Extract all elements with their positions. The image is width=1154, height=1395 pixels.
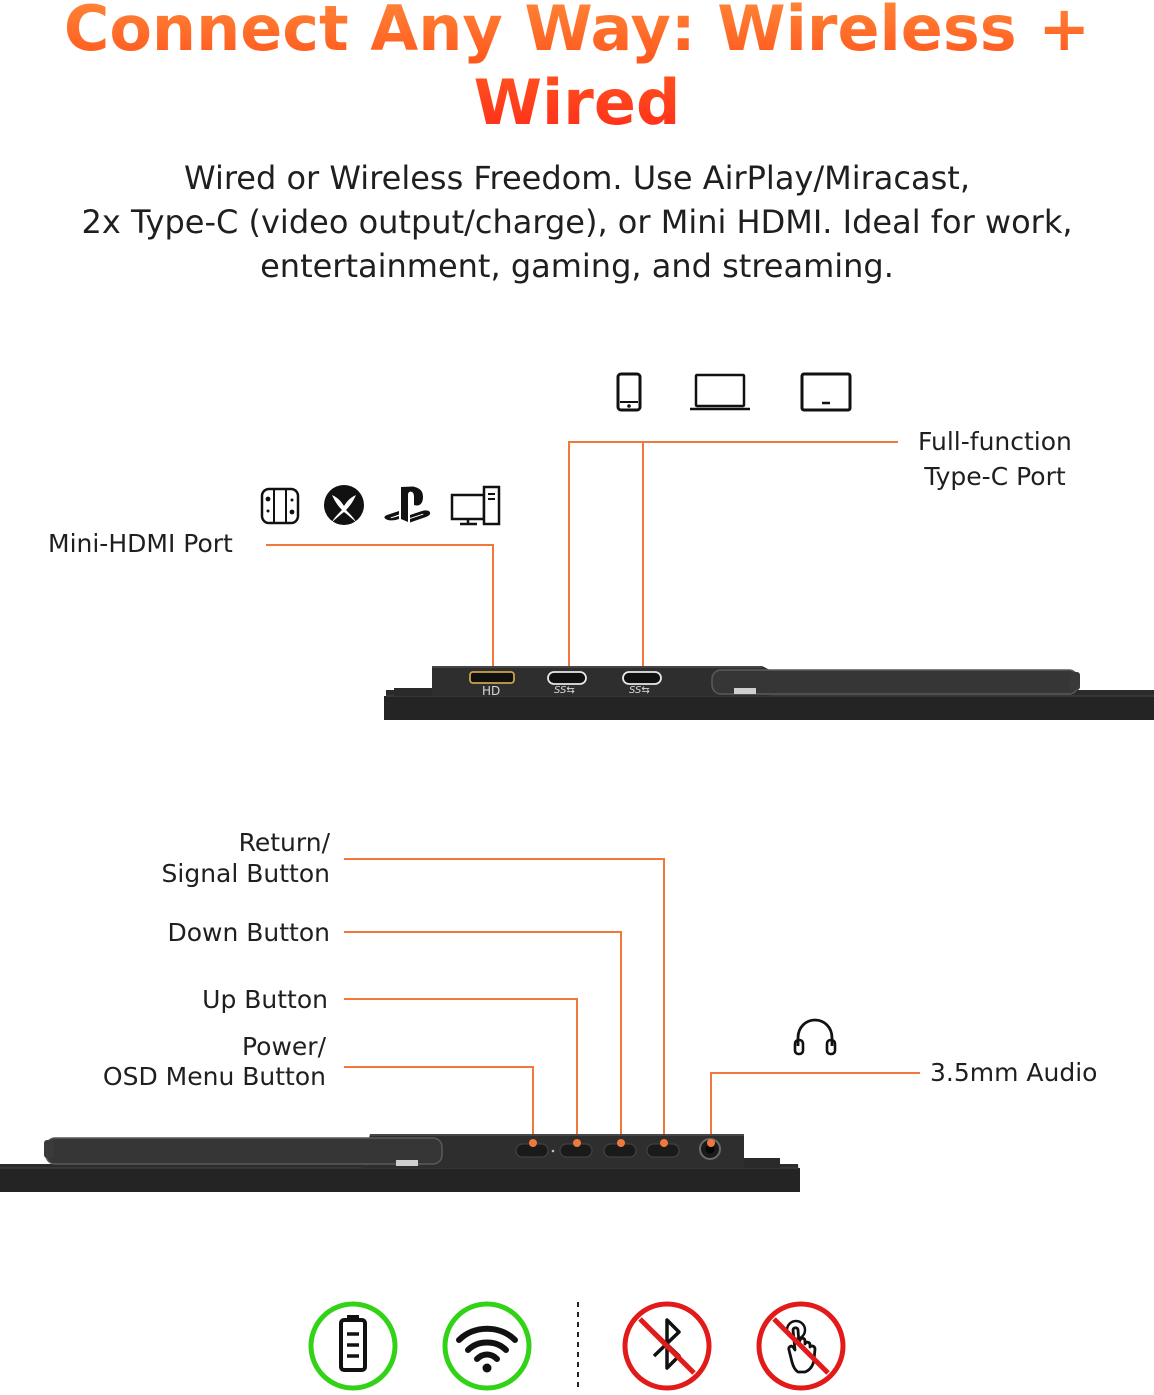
down-drop-line xyxy=(620,931,622,1142)
usbc-port-2-marking: SS⇆ xyxy=(629,685,650,696)
playstation-icon xyxy=(382,485,434,525)
typec-leader-line xyxy=(568,441,898,443)
up-leader-line xyxy=(344,998,578,1000)
up-drop-line xyxy=(576,998,578,1142)
monitor-top-side-view xyxy=(380,660,1154,726)
return-leader-line xyxy=(344,858,665,860)
page-title: Connect Any Way: Wireless + Wired xyxy=(0,0,1154,140)
typec-port-label: Full-function Type-C Port xyxy=(918,427,1072,491)
mini-hdmi-port-label: Mini-HDMI Port xyxy=(48,529,233,558)
power-leader-line xyxy=(344,1066,534,1068)
laptop-icon xyxy=(688,372,752,412)
subtitle-line-1: Wired or Wireless Freedom. Use AirPlay/M… xyxy=(184,159,970,197)
down-leader-line xyxy=(344,931,622,933)
switch-icon xyxy=(260,487,300,525)
hdmi-port-marking: HD xyxy=(482,684,501,698)
tablet-icon xyxy=(800,372,852,412)
typec-drop-line-2 xyxy=(642,441,644,671)
subtitle-line-3: entertainment, gaming, and streaming. xyxy=(260,247,894,285)
mini-hdmi-drop-line xyxy=(492,544,494,671)
power-drop-line xyxy=(532,1066,534,1142)
phone-icon xyxy=(616,372,642,412)
bluetooth-icon xyxy=(621,1300,713,1392)
power-button-dot xyxy=(529,1139,537,1147)
power-osd-button-label: Power/ OSD Menu Button xyxy=(102,1032,326,1091)
battery-icon xyxy=(307,1300,399,1392)
divider xyxy=(576,1302,580,1390)
subtitle: Wired or Wireless Freedom. Use AirPlay/M… xyxy=(40,156,1114,288)
desktop-pc-icon xyxy=(450,485,502,527)
usbc-port-1-marking: SS⇆ xyxy=(554,685,575,696)
audio-jack-label: 3.5mm Audio xyxy=(930,1058,1098,1087)
typec-drop-line-1 xyxy=(568,441,570,671)
up-button-dot xyxy=(573,1139,581,1147)
up-button-label: Up Button xyxy=(202,985,328,1014)
down-button-dot xyxy=(617,1139,625,1147)
audio-drop-line xyxy=(710,1072,712,1142)
xbox-icon xyxy=(323,484,365,526)
return-button-dot xyxy=(660,1139,668,1147)
title-line-2: Wired xyxy=(473,66,681,139)
touch-icon xyxy=(755,1300,847,1392)
audio-leader-line xyxy=(710,1072,920,1074)
title-line-1: Connect Any Way: Wireless + xyxy=(63,0,1091,65)
return-signal-button-label: Return/ Signal Button xyxy=(161,828,330,888)
monitor-bottom-side-view xyxy=(0,1130,802,1196)
down-button-label: Down Button xyxy=(167,918,330,947)
wifi-icon xyxy=(441,1300,533,1392)
subtitle-line-2: 2x Type-C (video output/charge), or Mini… xyxy=(81,203,1073,241)
mini-hdmi-leader-line xyxy=(266,544,494,546)
headphones-icon xyxy=(792,1016,838,1058)
return-drop-line xyxy=(663,858,665,1142)
audio-jack-dot xyxy=(707,1139,715,1147)
